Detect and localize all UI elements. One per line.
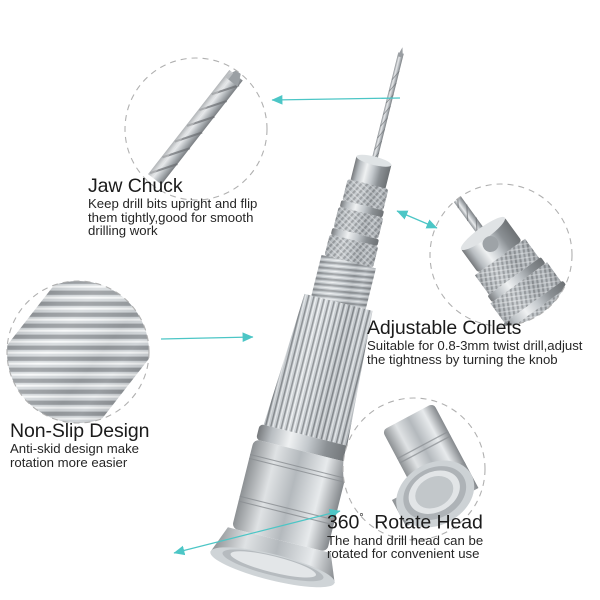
callout-body-line: the tightness by turning the knob	[367, 351, 558, 367]
callout-body-adjustable-collets: Suitable for 0.8-3mm twist drill,adjust …	[367, 338, 583, 367]
callout-heading-jaw-chuck: Jaw Chuck	[88, 175, 183, 197]
callout-text-non-slip-design: Non-Slip Design Anti-skid design make ro…	[10, 420, 150, 470]
callout-body-line: Anti-skid design make	[10, 441, 140, 457]
callout-body-line: rotation more easier	[10, 454, 128, 470]
callout-body-line: Keep drill bits upright and flip	[88, 196, 258, 212]
adjustable-collet-rings	[324, 179, 388, 268]
callout-body-line: Suitable for 0.8-3mm twist drill,adjust	[367, 338, 583, 354]
callout-body-jaw-chuck: Keep drill bits upright and flip them ti…	[88, 197, 257, 237]
callout-body-rotate-head: The hand drill head can be rotated for c…	[327, 532, 484, 562]
connector-adjustable-collets	[396, 210, 438, 229]
callout-circle-jaw-chuck	[124, 57, 268, 201]
connector-rotate-head	[173, 508, 341, 556]
rotate-head-label: Rotate Head	[374, 511, 483, 534]
callout-body-line: drilling work	[88, 222, 158, 238]
callout-circle-rotate-head	[342, 397, 486, 541]
rotate-head-degrees: 360	[327, 511, 360, 534]
callout-circle-non-slip-design	[6, 280, 150, 424]
connector-jaw-chuck	[271, 95, 401, 105]
callout-body-non-slip-design: Anti-skid design make rotation more easi…	[10, 441, 149, 470]
drill-bit	[371, 47, 404, 163]
callout-body-line: The hand drill head can be	[327, 532, 484, 548]
callout-heading-rotate-head: 360° Rotate Head	[327, 512, 483, 534]
callout-text-rotate-head: 360° Rotate Head The hand drill head can…	[327, 512, 484, 562]
degree-symbol: °	[359, 512, 364, 524]
callout-body-line: them tightly,good for smooth	[88, 209, 254, 225]
callout-text-adjustable-collets: Adjustable Collets Suitable for 0.8-3mm …	[367, 317, 583, 367]
connector-non-slip-design	[160, 332, 254, 343]
callout-heading-non-slip-design: Non-Slip Design	[10, 420, 150, 442]
callout-body-line: rotated for convenient use	[327, 546, 480, 562]
hand-drill-body	[210, 47, 404, 588]
callout-heading-adjustable-collets: Adjustable Collets	[367, 317, 522, 339]
callout-text-jaw-chuck: Jaw Chuck Keep drill bits upright and fl…	[88, 175, 257, 237]
